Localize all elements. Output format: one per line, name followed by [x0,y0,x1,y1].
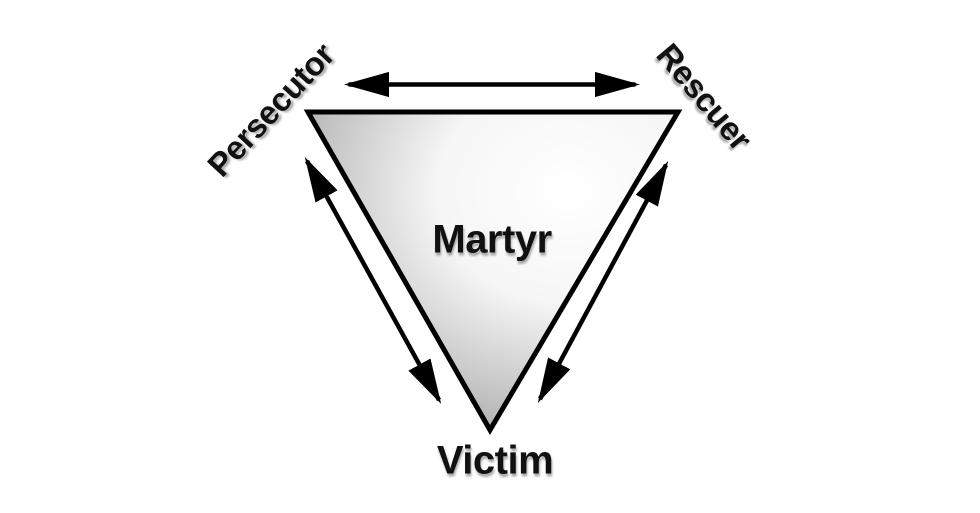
persecutor-victim-arrow [304,157,442,404]
rescuer-victim-arrow [537,161,669,403]
triangle-shape [303,109,683,435]
victim-label: Victim [436,438,554,483]
martyr-label: Martyr [432,217,552,262]
